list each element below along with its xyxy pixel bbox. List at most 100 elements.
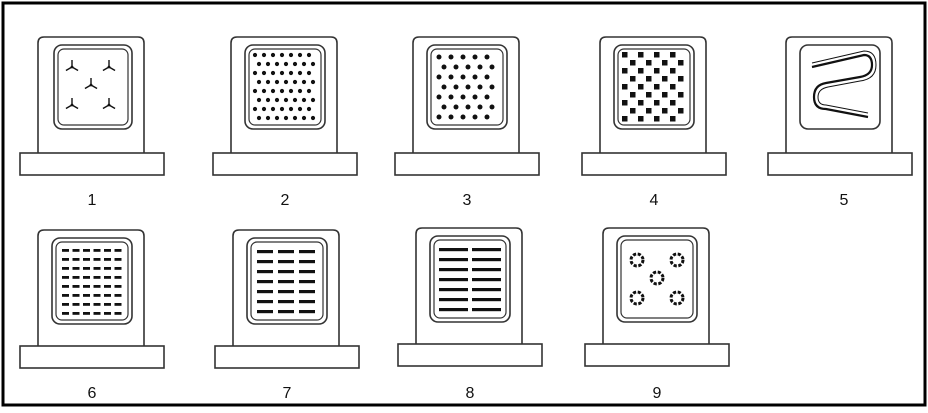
panel-2: 2 <box>213 37 357 209</box>
square-hole <box>638 100 644 106</box>
panel-7-base <box>215 346 359 368</box>
dash <box>83 312 90 315</box>
dash <box>257 260 273 263</box>
dot <box>437 75 442 80</box>
dash <box>94 267 101 270</box>
panel-8: 8 <box>398 228 542 402</box>
dot <box>478 65 483 70</box>
dot <box>271 53 275 57</box>
dot <box>266 62 270 66</box>
dot <box>307 53 311 57</box>
tripod-center <box>71 66 74 69</box>
dot <box>311 98 315 102</box>
dash <box>257 250 273 253</box>
square-hole <box>646 108 652 114</box>
dot <box>257 98 261 102</box>
dash <box>299 300 315 303</box>
panel-8-label: 8 <box>466 385 475 402</box>
bar <box>439 268 468 271</box>
dot <box>461 75 466 80</box>
square-hole <box>622 52 628 58</box>
dash <box>104 249 111 252</box>
bar <box>472 258 501 261</box>
dash <box>73 285 80 288</box>
dot <box>275 62 279 66</box>
bar <box>472 248 501 251</box>
tripod-center <box>71 104 74 107</box>
dot <box>275 98 279 102</box>
bar <box>472 298 501 301</box>
dash <box>299 280 315 283</box>
dot <box>302 62 306 66</box>
dash <box>83 303 90 306</box>
square-hole <box>630 76 636 82</box>
dash <box>104 267 111 270</box>
dash <box>115 303 122 306</box>
panel-2-base <box>213 153 357 175</box>
dash <box>94 294 101 297</box>
dot <box>266 98 270 102</box>
bar <box>439 298 468 301</box>
dot <box>485 115 490 120</box>
panel-6-base <box>20 346 164 368</box>
dot <box>449 115 454 120</box>
dot <box>284 116 288 120</box>
dot <box>473 95 478 100</box>
dot <box>466 65 471 70</box>
dash <box>94 312 101 315</box>
tripod-center <box>90 84 93 87</box>
dot <box>289 89 293 93</box>
dash <box>62 294 69 297</box>
dash <box>278 300 294 303</box>
dash <box>83 285 90 288</box>
dash <box>73 258 80 261</box>
dot <box>293 116 297 120</box>
dash <box>104 294 111 297</box>
square-hole <box>678 76 684 82</box>
dot <box>485 75 490 80</box>
square-hole <box>622 100 628 106</box>
square-hole <box>670 100 676 106</box>
square-hole <box>670 68 676 74</box>
dot <box>262 53 266 57</box>
dot <box>302 98 306 102</box>
dash <box>115 294 122 297</box>
dot <box>289 107 293 111</box>
dot <box>302 116 306 120</box>
dot <box>442 65 447 70</box>
dot <box>461 55 466 60</box>
dot <box>490 105 495 110</box>
square-hole <box>662 60 668 66</box>
square-hole <box>678 60 684 66</box>
dot <box>442 85 447 90</box>
dot <box>466 85 471 90</box>
square-hole <box>670 52 676 58</box>
square-hole <box>654 52 660 58</box>
square-hole <box>622 116 628 122</box>
tripod-center <box>108 104 111 107</box>
dot <box>262 71 266 75</box>
dash <box>104 285 111 288</box>
bar <box>472 288 501 291</box>
panel-5-base <box>768 153 912 175</box>
dot <box>311 62 315 66</box>
bar <box>472 308 501 311</box>
dot <box>307 89 311 93</box>
square-hole <box>670 84 676 90</box>
square-hole <box>638 68 644 74</box>
dot <box>490 85 495 90</box>
square-hole <box>638 116 644 122</box>
dash <box>257 270 273 273</box>
square-hole <box>630 92 636 98</box>
panel-9: 9 <box>585 228 729 402</box>
bar <box>439 288 468 291</box>
dot <box>289 53 293 57</box>
panel-4-label: 4 <box>650 192 659 209</box>
dot <box>461 95 466 100</box>
dash <box>83 294 90 297</box>
dash <box>62 303 69 306</box>
dot <box>293 80 297 84</box>
dot <box>490 65 495 70</box>
dot <box>289 71 293 75</box>
dash <box>257 290 273 293</box>
